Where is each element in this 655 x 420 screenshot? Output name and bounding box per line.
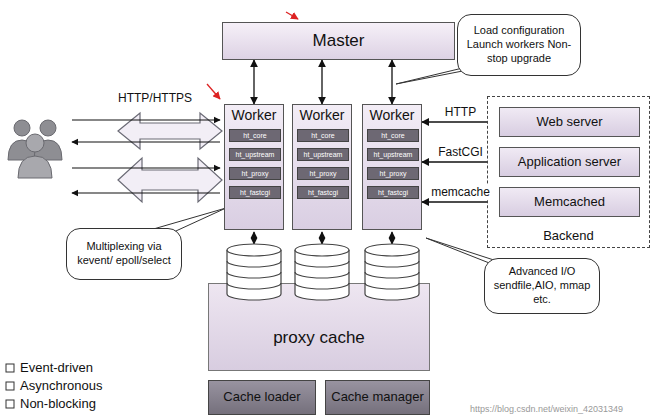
box-label: ht_proxy <box>310 170 337 178</box>
callout-tails <box>150 60 512 272</box>
feature-bullet: Event-driven <box>20 360 93 375</box>
watermark: https://blog.csdn.net/weixin_42031349 <box>470 404 623 414</box>
box-label: ht_upstream <box>236 151 275 159</box>
protocol-label: FastCGI <box>437 145 484 159</box>
module-box: ht_upstream <box>367 148 419 161</box>
box-label: ht_proxy <box>380 170 407 178</box>
worker-box: Worker ht_core ht_upstream ht_proxy ht_fastc… <box>224 104 284 230</box>
connector-arrow <box>321 60 322 104</box>
box-label: ht_core <box>243 132 266 140</box>
cylinder-band <box>227 283 281 289</box>
connector-arrow <box>391 60 392 104</box>
feature-bullet: Non-blocking <box>20 396 96 411</box>
users-icon <box>8 120 62 178</box>
box-heading: Worker <box>363 108 421 123</box>
box-label: ht_fastcgi <box>308 189 338 197</box>
cache-cylinder <box>365 244 419 300</box>
protocol-label: HTTP/HTTPS <box>118 91 192 105</box>
cache-cylinders <box>227 244 419 300</box>
master-box: Master <box>222 22 455 60</box>
request-arrows <box>118 113 222 202</box>
box-label: Web server <box>536 115 602 129</box>
module-box: ht_fastcgi <box>297 186 349 199</box>
cylinder-band <box>365 261 419 267</box>
cylinder-band <box>227 272 281 278</box>
callout-bubble: Advanced I/O sendfile,AIO, mmap etc. <box>484 258 600 314</box>
box-label: ht_proxy <box>242 170 269 178</box>
box-label: Memcached <box>534 195 605 209</box>
feature-bullet: Asynchronous <box>20 378 102 393</box>
protocol-label: HTTP <box>444 105 477 119</box>
cache-process-box: Cache loader <box>208 380 316 415</box>
box-label: ht_fastcgi <box>378 189 408 197</box>
cylinder-band <box>295 261 349 267</box>
cylinder-body <box>365 250 419 300</box>
backend-box: Memcached <box>499 187 640 217</box>
module-box: ht_proxy <box>229 167 281 180</box>
cylinder-band <box>227 261 281 267</box>
callout-bubble: Load configuration Launch workers Non-st… <box>457 14 581 76</box>
box-label: ht_upstream <box>374 151 413 159</box>
box-label: Load configuration Launch workers Non-st… <box>461 24 577 65</box>
module-box: ht_core <box>367 129 419 142</box>
box-label: ht_core <box>311 132 334 140</box>
cylinder-top <box>227 244 281 256</box>
callout-bubble: Multiplexing via kevent/ epoll/select <box>66 228 182 280</box>
box-label: Master <box>313 32 365 51</box>
cache-cylinder <box>295 244 349 300</box>
backend-box: Web server <box>499 107 640 137</box>
box-label: Advanced I/O sendfile,AIO, mmap etc. <box>488 265 596 306</box>
module-box: ht_core <box>229 129 281 142</box>
cylinder-top <box>295 244 349 256</box>
cylinder-top <box>365 244 419 256</box>
box-label: Multiplexing via kevent/ epoll/select <box>70 240 178 268</box>
connector-arrow <box>253 60 254 104</box>
module-box: ht_proxy <box>297 167 349 180</box>
worker-box: Worker ht_core ht_upstream ht_proxy ht_fastc… <box>292 104 352 230</box>
box-label: Cache loader <box>223 390 300 404</box>
cylinder-band <box>365 283 419 289</box>
cache-cylinder <box>227 244 281 300</box>
backend-group: Backend Web serverApplication serverMemca… <box>487 96 650 248</box>
cylinder-body <box>295 250 349 300</box>
box-label: ht_upstream <box>304 151 343 159</box>
box-label: Application server <box>518 155 621 169</box>
module-box: ht_upstream <box>229 148 281 161</box>
cylinder-body <box>227 250 281 300</box>
box-label: proxy cache <box>273 329 365 348</box>
proxy-cache-panel: proxy cache <box>208 283 430 371</box>
protocol-label: memcache <box>430 185 491 199</box>
module-box: ht_core <box>297 129 349 142</box>
backend-box: Application server <box>499 147 640 177</box>
cylinder-band <box>295 272 349 278</box>
worker-box: Worker ht_core ht_upstream ht_proxy ht_fastc… <box>362 104 422 230</box>
box-heading: Worker <box>225 108 283 123</box>
box-heading: Worker <box>293 108 351 123</box>
cylinder-band <box>295 283 349 289</box>
module-box: ht_fastcgi <box>229 186 281 199</box>
box-label: Cache manager <box>331 390 424 404</box>
bullet-boxes <box>6 364 14 408</box>
module-box: ht_proxy <box>367 167 419 180</box>
cache-process-box: Cache manager <box>325 380 430 415</box>
cache-arrows <box>254 232 392 244</box>
box-heading: Backend <box>543 229 594 243</box>
cylinder-band <box>365 272 419 278</box>
box-label: ht_core <box>381 132 404 140</box>
module-box: ht_fastcgi <box>367 186 419 199</box>
module-box: ht_upstream <box>297 148 349 161</box>
flow-lines <box>72 120 220 193</box>
box-label: ht_fastcgi <box>240 189 270 197</box>
